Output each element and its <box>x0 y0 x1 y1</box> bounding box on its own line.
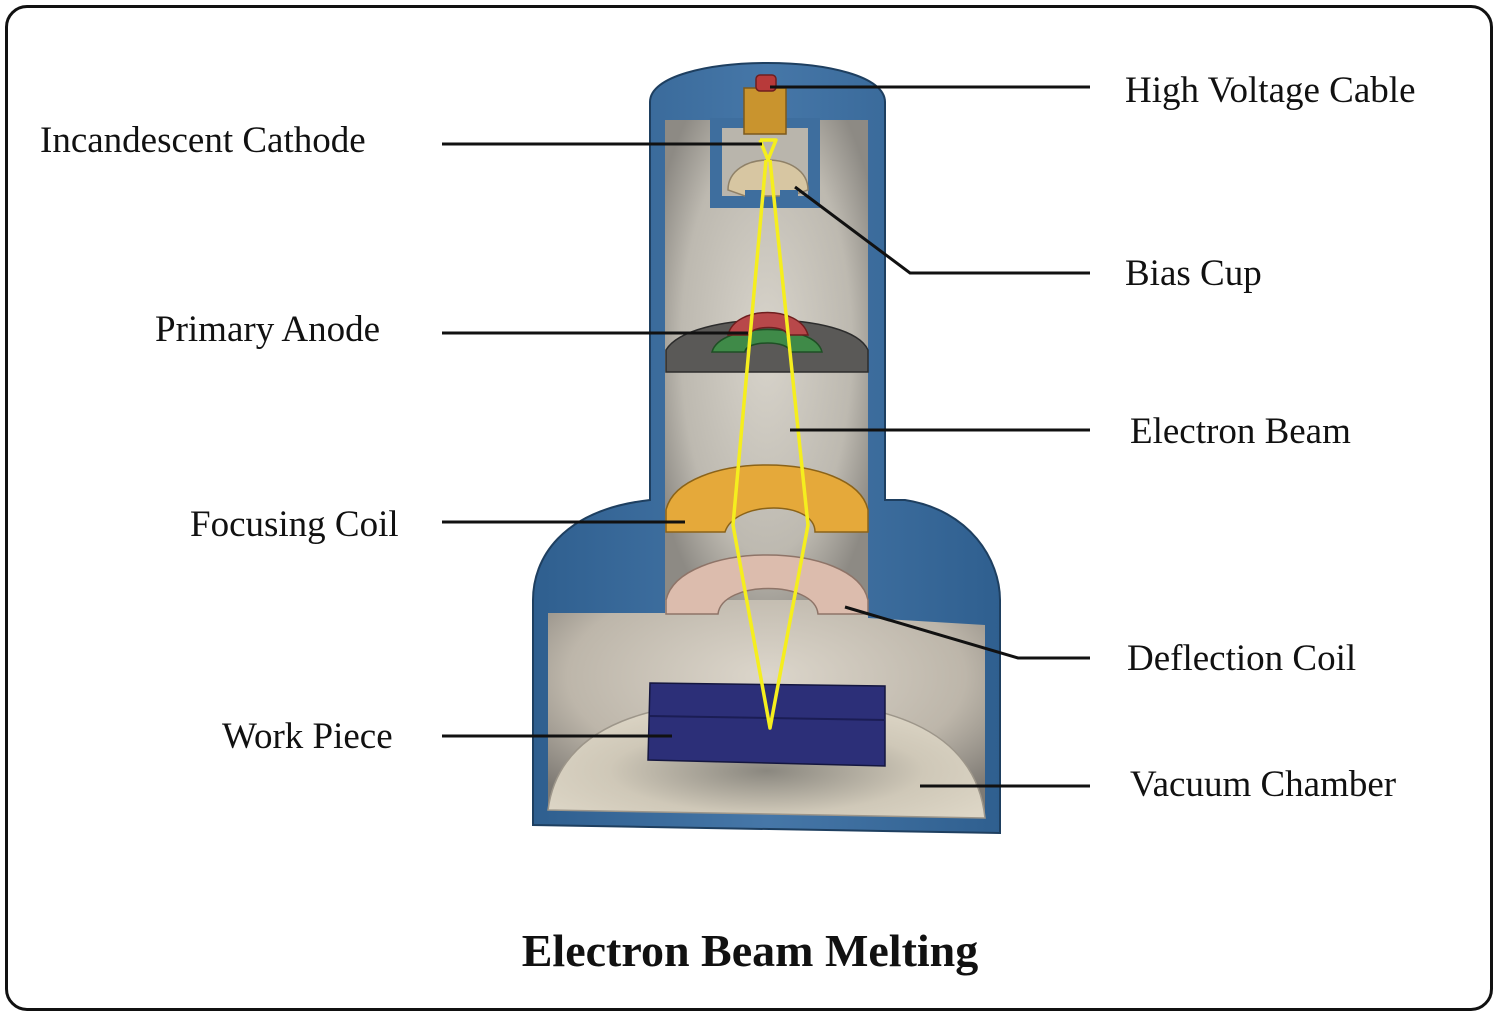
bias-cup-aperture-right <box>780 190 798 200</box>
label-electron-beam: Electron Beam <box>1130 411 1351 452</box>
deflection-coil <box>665 554 869 615</box>
cathode-holder <box>743 87 787 135</box>
label-work-piece: Work Piece <box>222 716 393 757</box>
label-high-voltage-cable: High Voltage Cable <box>1125 70 1416 111</box>
label-primary-anode: Primary Anode <box>155 309 381 350</box>
work-piece <box>647 682 886 767</box>
bias-cup-aperture-left <box>745 190 763 200</box>
label-incandescent-cathode: Incandescent Cathode <box>40 120 366 161</box>
label-deflection-coil: Deflection Coil <box>1127 638 1357 679</box>
high-voltage-cable-tip <box>755 74 777 92</box>
electron-beam <box>731 138 810 730</box>
leader-bias-cup <box>794 185 1090 275</box>
label-bias-cup: Bias Cup <box>1125 253 1262 294</box>
diagram-title: Electron Beam Melting <box>521 925 979 976</box>
label-vacuum-chamber: Vacuum Chamber <box>1130 764 1397 805</box>
focusing-coil <box>665 464 869 533</box>
leader-deflection-coil <box>844 605 1090 660</box>
label-focusing-coil: Focusing Coil <box>190 504 399 545</box>
